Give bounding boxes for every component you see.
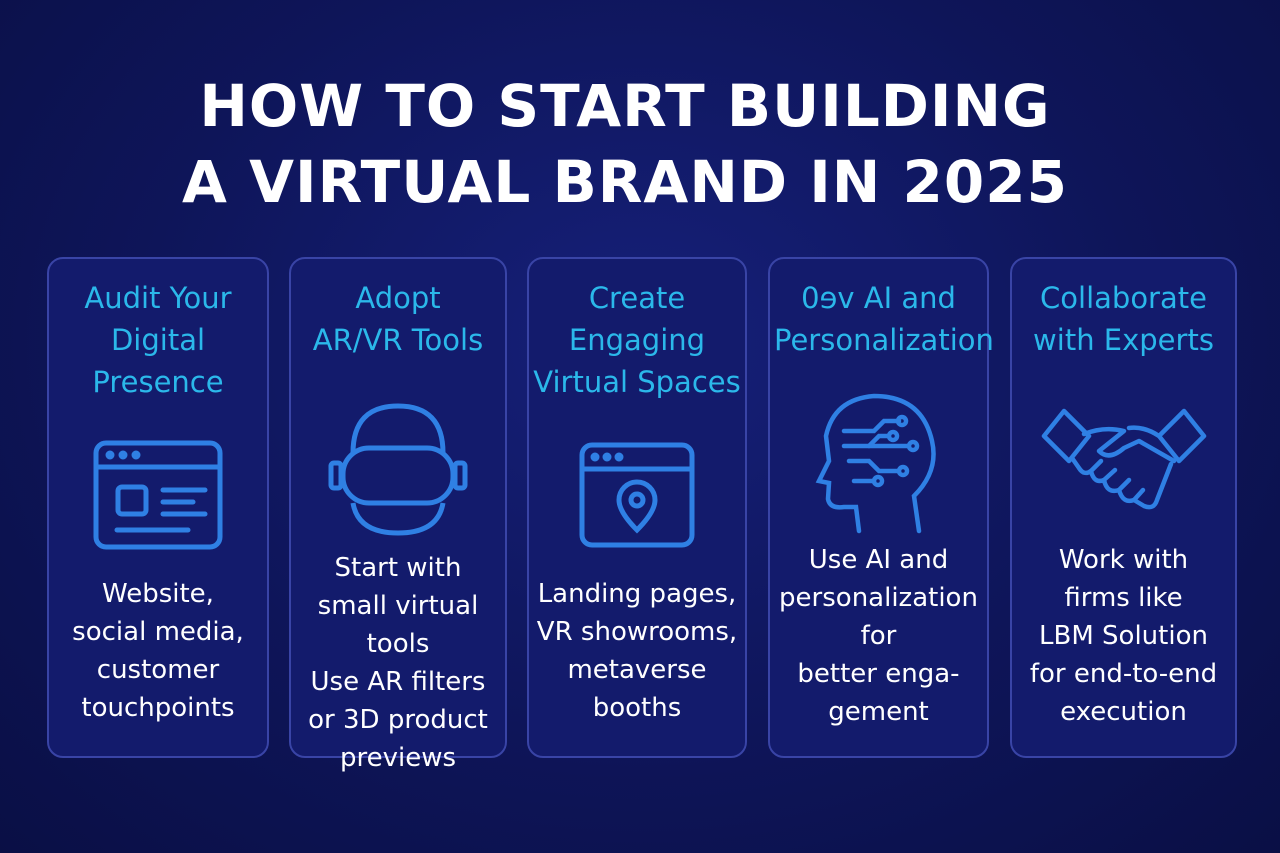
location-window-icon [529,435,745,555]
title-line: Adopt [355,281,441,315]
title-line: Audit Your [84,281,232,315]
body-line: tools [366,629,430,659]
body-line: Landing pages, [537,579,737,609]
body-line: LBM Solution [1039,621,1208,651]
vr-headset-icon [291,393,505,543]
title-line: Collaborate [1040,281,1207,315]
body-line: booths [592,693,682,723]
body-line: VR showrooms, [536,617,738,647]
title-line: 0ɘv AI and [801,281,956,315]
title-line: Create [588,281,686,315]
card-body: Use AI and personalization for better enga-… [770,541,987,731]
card-body: Website, social media, customer touchpoints [49,575,267,727]
body-line: previews [339,743,457,773]
title-line: Virtual Spaces [533,365,741,399]
title-line: Presence [92,365,224,399]
title-line: AR/VR Tools [312,323,484,357]
title-line-1: HOW TO START BUILDING [199,72,1051,140]
body-line: personalization [779,583,978,613]
ai-head-icon [770,391,987,541]
page-title: HOW TO START BUILDING A VIRTUAL BRAND IN… [0,68,1250,220]
body-line: for end-to-end [1029,659,1218,689]
body-line: metaverse [567,655,707,685]
body-line: firms like [1064,583,1183,613]
card-experts: Collaborate with Experts Work with firms l… [1010,257,1237,758]
title-line: with Experts [1033,323,1214,357]
title-line: Digital [110,323,206,357]
body-line: social media, [72,617,244,647]
body-line: customer [96,655,220,685]
body-line: or 3D product [308,705,488,735]
body-line: better enga- [797,659,960,689]
body-line: touchpoints [81,693,235,723]
card-title: Collaborate with Experts [1012,277,1235,361]
title-line: Engaging [568,323,706,357]
body-line: Work with [1058,545,1189,575]
browser-window-icon [49,435,267,555]
body-line: execution [1060,697,1187,727]
body-line: for [860,621,897,651]
title-line: Personalization [774,323,994,357]
body-line: Website, [102,579,214,609]
title-line-2: A VIRTUAL BRAND IN 2025 [182,148,1068,216]
body-line: Use AR filters [310,667,486,697]
body-line: Use AI and [808,545,949,575]
body-line: small virtual [317,591,479,621]
handshake-icon [1012,391,1235,541]
card-body: Landing pages, VR showrooms, metaverse boot… [529,575,745,727]
body-line: gement [828,697,929,727]
body-line: Start with [334,553,462,583]
